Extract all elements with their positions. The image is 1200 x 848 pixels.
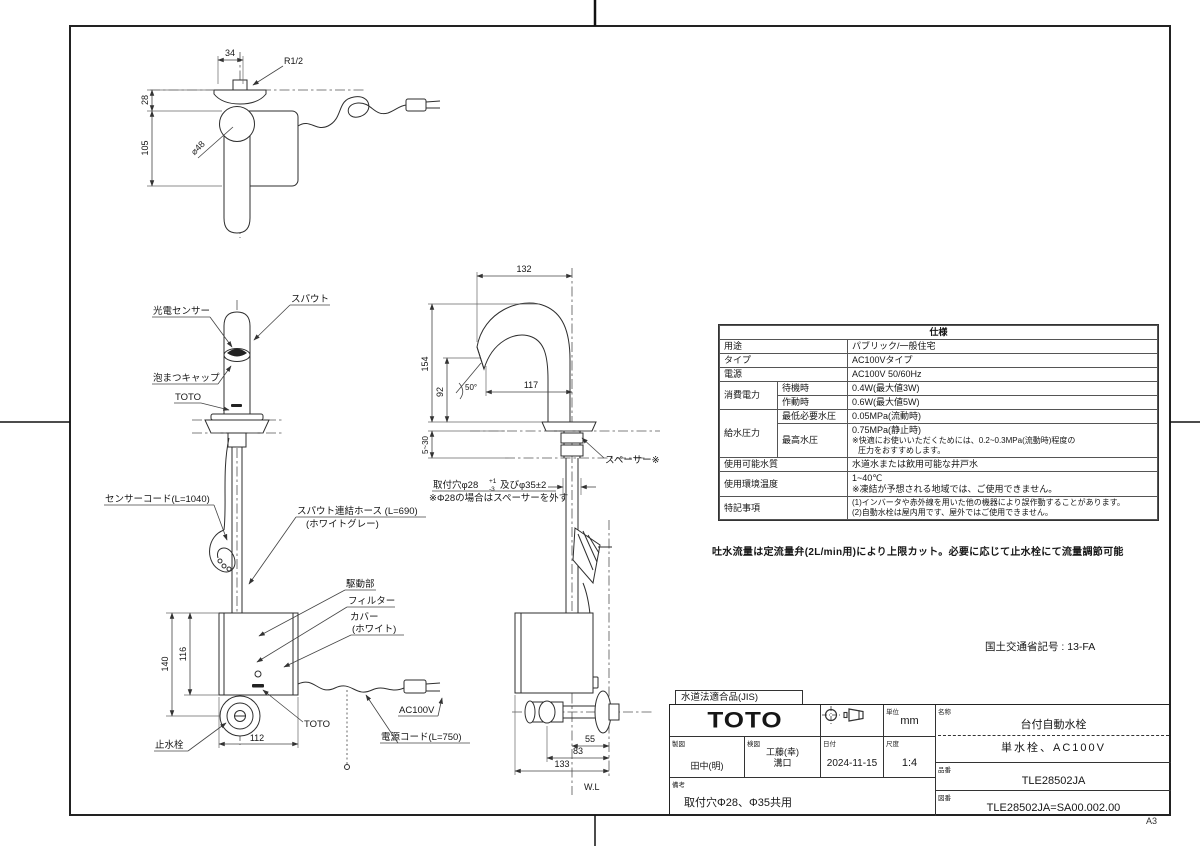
spec-power-label: 電源 [719, 367, 848, 382]
label-hose: スパウト連結ホース (L=690) [297, 505, 418, 517]
spec-pressure-max-label: 最高水圧 [777, 423, 848, 458]
dim-angle-50: 50° [465, 383, 477, 392]
spec-type-value: AC100Vタイプ [846, 353, 1159, 368]
spec-usage-value: パブリック/一般住宅 [846, 339, 1159, 354]
dim-dia48: ⌀48 [189, 139, 207, 157]
spec-title: 仕様 [718, 325, 1159, 340]
drafter-label: 製図 [672, 741, 685, 748]
remarks-value: 取付穴Φ28、Φ35共用 [684, 797, 793, 809]
spec-pressure-min-label: 最低必要水圧 [777, 409, 848, 424]
jis-compliance-label: 水道法適合品(JIS) [675, 690, 803, 705]
checker-name-1: 工藤(幸) [766, 747, 799, 757]
product-name-2: 単水栓、AC100V [1001, 742, 1106, 754]
spec-table: 仕様 用途 パブリック/一般住宅 タイプ AC100Vタイプ 電源 AC100V… [717, 324, 1160, 521]
drawing-number-label: 図番 [938, 795, 951, 802]
dim-116: 116 [178, 647, 188, 661]
spec-water-label: 使用可能水質 [719, 457, 848, 472]
spec-standby-label: 待機時 [777, 381, 848, 396]
note-mounting-hole-2: 及びφ35±2 [500, 480, 546, 491]
label-sensor-cord: センサーコード(L=1040) [105, 494, 210, 505]
spec-pressure-label: 給水圧力 [719, 409, 778, 458]
note-tolerance-plus: +1 [489, 478, 497, 485]
dim-133: 133 [554, 759, 569, 769]
label-photo-sensor: 光電センサー [153, 305, 210, 317]
note-mounting-hole: 取付穴φ28 [433, 479, 478, 491]
label-toto-upper: TOTO [175, 392, 201, 403]
label-water-line: W.L [584, 782, 600, 792]
drawing-number-value: TLE28502JA=SA00.002.00 [986, 801, 1121, 814]
spec-pressure-note-1: ※快適にお使いいただくためには、0.2~0.3MPa(流動時)程度の [852, 436, 1076, 445]
checker-name-2: 溝口 [773, 758, 792, 768]
unit-value: mm [900, 714, 919, 727]
dim-117: 117 [524, 380, 538, 390]
drafter-name: 田中(明) [690, 760, 724, 771]
label-cover-color: (ホワイト) [352, 624, 396, 635]
spec-pressure-note-2: 圧力をおすすめします。 [858, 446, 946, 455]
front-view-drawing: 140 116 112 光電センサー スパウト 泡まつキャップ TOTO センサ… [104, 294, 470, 770]
title-block: TOTO 単位 mm 製図 田中(明) 検図 工藤(幸) 溝口 日付 2024-… [669, 704, 1171, 816]
spec-temp-label: 使用環境温度 [719, 471, 848, 497]
spec-special-note-1: (1)インバータや赤外線を用いた他の機器により誤作動することがあります。 [852, 498, 1125, 507]
checker-label: 検図 [747, 741, 760, 748]
dim-83: 83 [573, 746, 583, 756]
spec-consumption-label: 消費電力 [719, 381, 778, 410]
spec-temp-note: ※凍結が予想される地域では、ご使用できません。 [852, 484, 1058, 494]
mlit-code: 国土交通省記号 : 13-FA [985, 641, 1096, 653]
product-name-1: 台付自動水栓 [1020, 719, 1087, 731]
top-view-drawing: 34 R1/2 28 105 ⌀48 [140, 48, 441, 238]
spec-special-note-2: (2)自動水栓は屋内用です、屋外ではご使用できません。 [852, 508, 1053, 517]
label-cover: カバー [350, 612, 379, 623]
label-spacer: スペーサー※ [605, 455, 660, 466]
label-stop-valve: 止水栓 [155, 739, 184, 751]
date-label: 日付 [823, 741, 836, 748]
spec-pressure-max-value: 0.75MPa(静止時) [852, 425, 922, 435]
spec-usage-label: 用途 [719, 339, 848, 354]
spec-standby-value: 0.4W(最大値3W) [846, 381, 1159, 396]
spec-power-value: AC100V 50/60Hz [846, 367, 1159, 382]
third-angle-projection-icon [822, 706, 864, 724]
name-label: 名称 [938, 709, 951, 716]
spec-temp-value: 1~40℃ [852, 473, 883, 483]
dim-105: 105 [140, 140, 150, 155]
dim-112: 112 [250, 733, 264, 743]
side-view-drawing: 132 154 92 50° 117 5~30 取付穴φ28 +1 -3 及びφ… [420, 264, 660, 795]
spec-type-label: タイプ [719, 353, 848, 368]
scale-value: 1:4 [901, 757, 918, 769]
dim-5-30: 5~30 [421, 435, 430, 454]
dim-132: 132 [516, 264, 531, 274]
label-hose-color: (ホワイトグレー) [306, 518, 379, 530]
flow-rate-note: 吐水流量は定流量弁(2L/min用)により上限カット。必要に応じて止水栓にて流量… [712, 547, 1124, 558]
dim-55: 55 [585, 734, 595, 744]
date-value: 2024-11-15 [826, 757, 878, 769]
dim-140: 140 [160, 656, 170, 671]
part-number-value: TLE28502JA [1021, 774, 1086, 787]
spec-pressure-min-value: 0.05MPa(流動時) [846, 409, 1159, 424]
part-number-label: 品番 [938, 767, 951, 774]
note-spacer-remove: ※Φ28の場合はスペーサーを外す [429, 492, 568, 504]
spec-active-label: 作動時 [777, 395, 848, 410]
label-power-cord: 電源コード(L=750) [381, 732, 462, 743]
unit-label: 単位 [886, 709, 899, 716]
spec-active-value: 0.6W(最大値5W) [846, 395, 1159, 410]
label-filter: フィルター [348, 596, 395, 607]
spec-special-label: 特記事項 [719, 496, 848, 520]
label-drive-unit: 駆動部 [346, 578, 375, 590]
spec-water-value: 水道水または飲用可能な井戸水 [846, 457, 1159, 472]
dim-r12: R1/2 [284, 56, 303, 66]
dim-154: 154 [420, 356, 430, 371]
label-foam-cap: 泡まつキャップ [153, 372, 220, 384]
dim-92: 92 [435, 387, 445, 397]
dim-28: 28 [140, 95, 150, 105]
label-ac100v: AC100V [399, 705, 435, 716]
scale-label: 尺度 [886, 741, 899, 748]
label-toto-lower: TOTO [304, 719, 330, 730]
toto-logo: TOTO [707, 707, 783, 733]
note-tolerance-minus: -3 [489, 486, 495, 493]
remarks-label: 備考 [672, 782, 685, 789]
dim-34: 34 [225, 48, 235, 58]
sheet-size-label: A3 [1146, 816, 1158, 826]
label-spout: スパウト [291, 294, 329, 305]
